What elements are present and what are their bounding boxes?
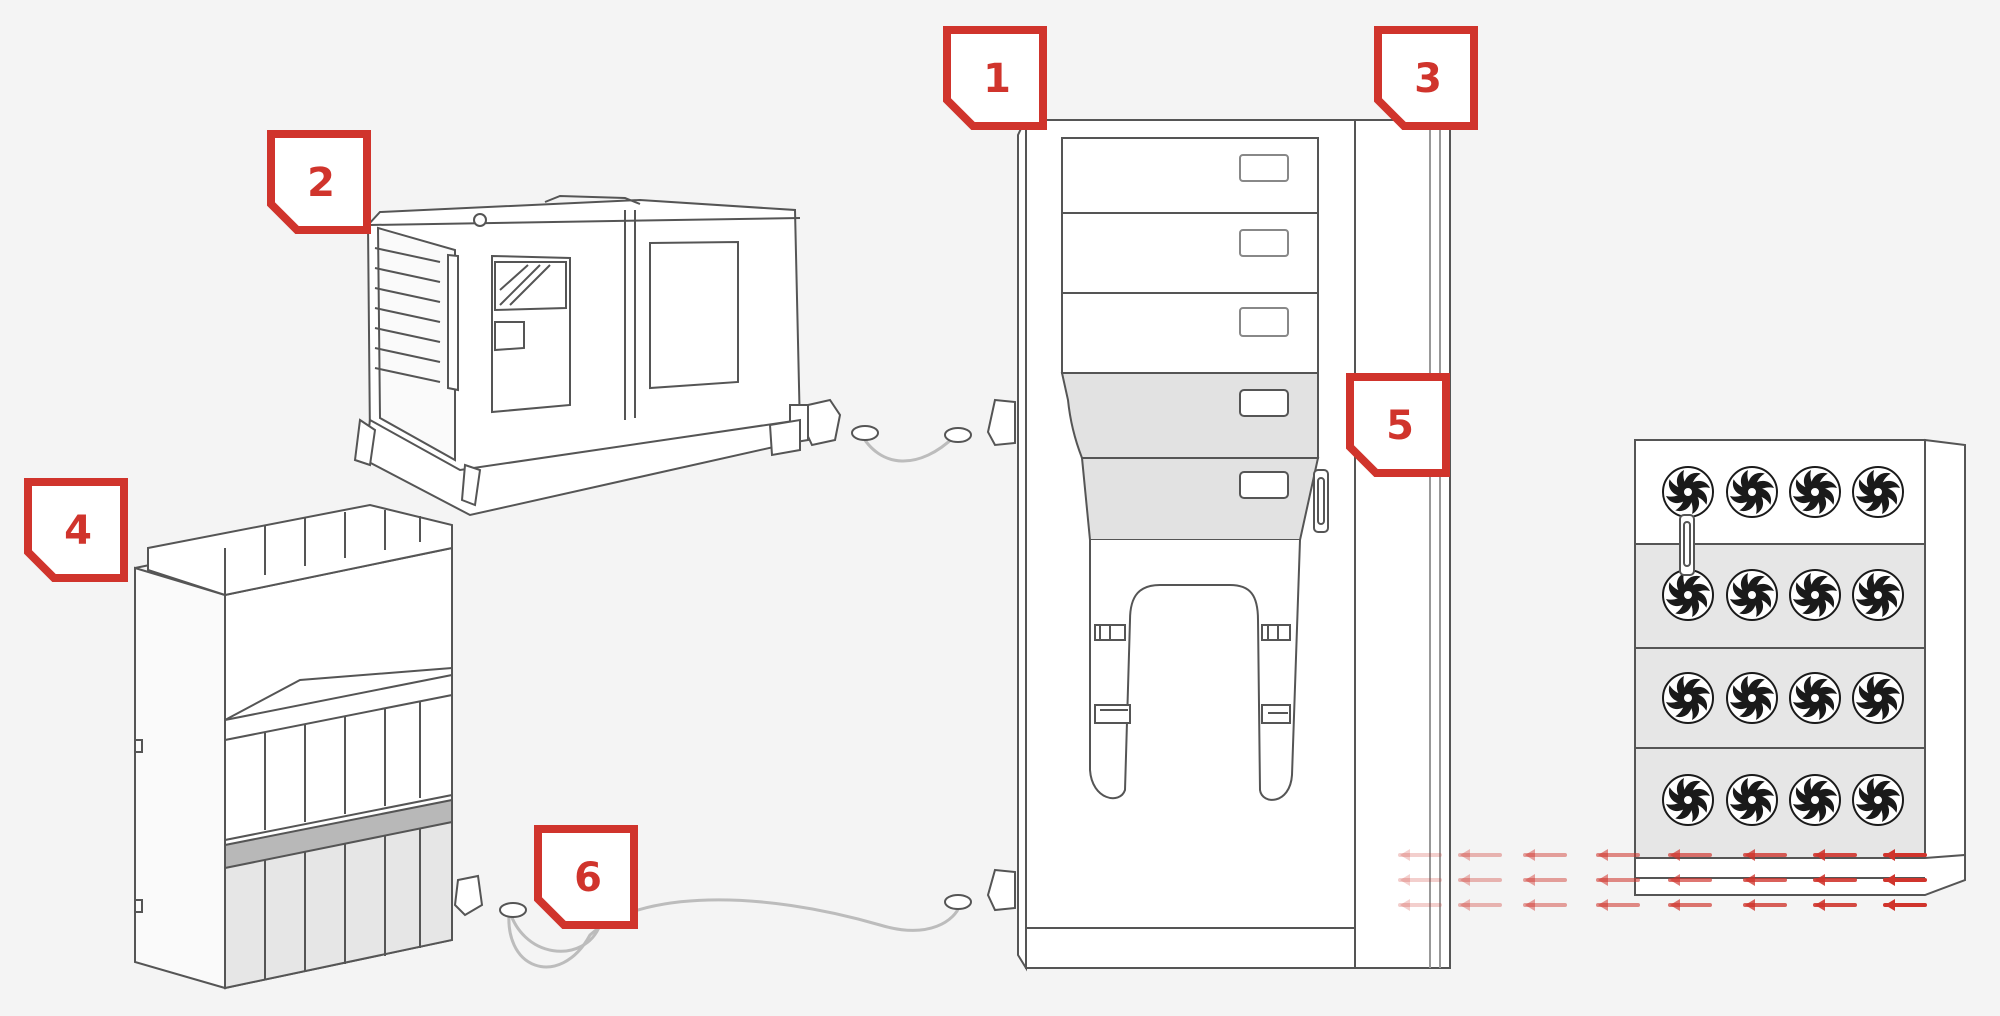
power-cables: [506, 431, 962, 969]
callout-4: 4: [24, 478, 128, 582]
callout-frame: [534, 825, 638, 929]
callout-3: 3: [1374, 26, 1478, 130]
callout-6: 6: [534, 825, 638, 929]
arrowhead-icon: [1670, 899, 1680, 911]
generator-set: [353, 194, 809, 517]
callout-2: 2: [267, 130, 371, 234]
arrowhead-icon: [1460, 849, 1470, 861]
arrowhead-icon: [1745, 899, 1755, 911]
callout-frame: [1374, 26, 1478, 130]
callout-markers: 1 2 3 4 5 6: [24, 26, 1478, 929]
arrowhead-icon: [1525, 849, 1535, 861]
arrowhead-icon: [1815, 874, 1825, 886]
arrowhead-icon: [1745, 849, 1755, 861]
arrowhead-icon: [1885, 899, 1895, 911]
arrowhead-icon: [1525, 899, 1535, 911]
arrowhead-icon: [1745, 874, 1755, 886]
callout-number: 3: [1414, 56, 1442, 102]
arrowhead-icon: [1400, 899, 1410, 911]
arrowhead-icon: [1670, 874, 1680, 886]
arrowhead-icon: [1400, 849, 1410, 861]
callout-number: 5: [1386, 403, 1414, 449]
callout-frame: [943, 26, 1047, 130]
arrowhead-icon: [1598, 899, 1608, 911]
arrowhead-icon: [1460, 899, 1470, 911]
battery-cabinet: [134, 503, 453, 990]
arrowhead-icon: [1598, 849, 1608, 861]
callout-number: 1: [983, 56, 1011, 102]
callout-frame: [24, 478, 128, 582]
callout-number: 4: [64, 508, 92, 554]
callout-1: 1: [943, 26, 1047, 130]
arrowhead-icon: [1400, 874, 1410, 886]
arrowhead-icon: [1815, 849, 1825, 861]
callout-number: 2: [307, 160, 335, 206]
arrowhead-icon: [1670, 849, 1680, 861]
ups-cabinet: [1017, 117, 1451, 972]
callout-5: 5: [1346, 373, 1450, 477]
arrowhead-icon: [1885, 849, 1895, 861]
arrowhead-icon: [1815, 899, 1825, 911]
arrowhead-icon: [1598, 874, 1608, 886]
callout-frame: [267, 130, 371, 234]
cooling-unit: [1634, 438, 1966, 896]
callout-frame: [1346, 373, 1450, 477]
arrowhead-icon: [1525, 874, 1535, 886]
airflow-arrows: [1398, 849, 1927, 911]
callout-number: 6: [574, 855, 602, 901]
arrowhead-icon: [1460, 874, 1470, 886]
cable-connectors: [453, 398, 1016, 918]
arrowhead-icon: [1885, 874, 1895, 886]
